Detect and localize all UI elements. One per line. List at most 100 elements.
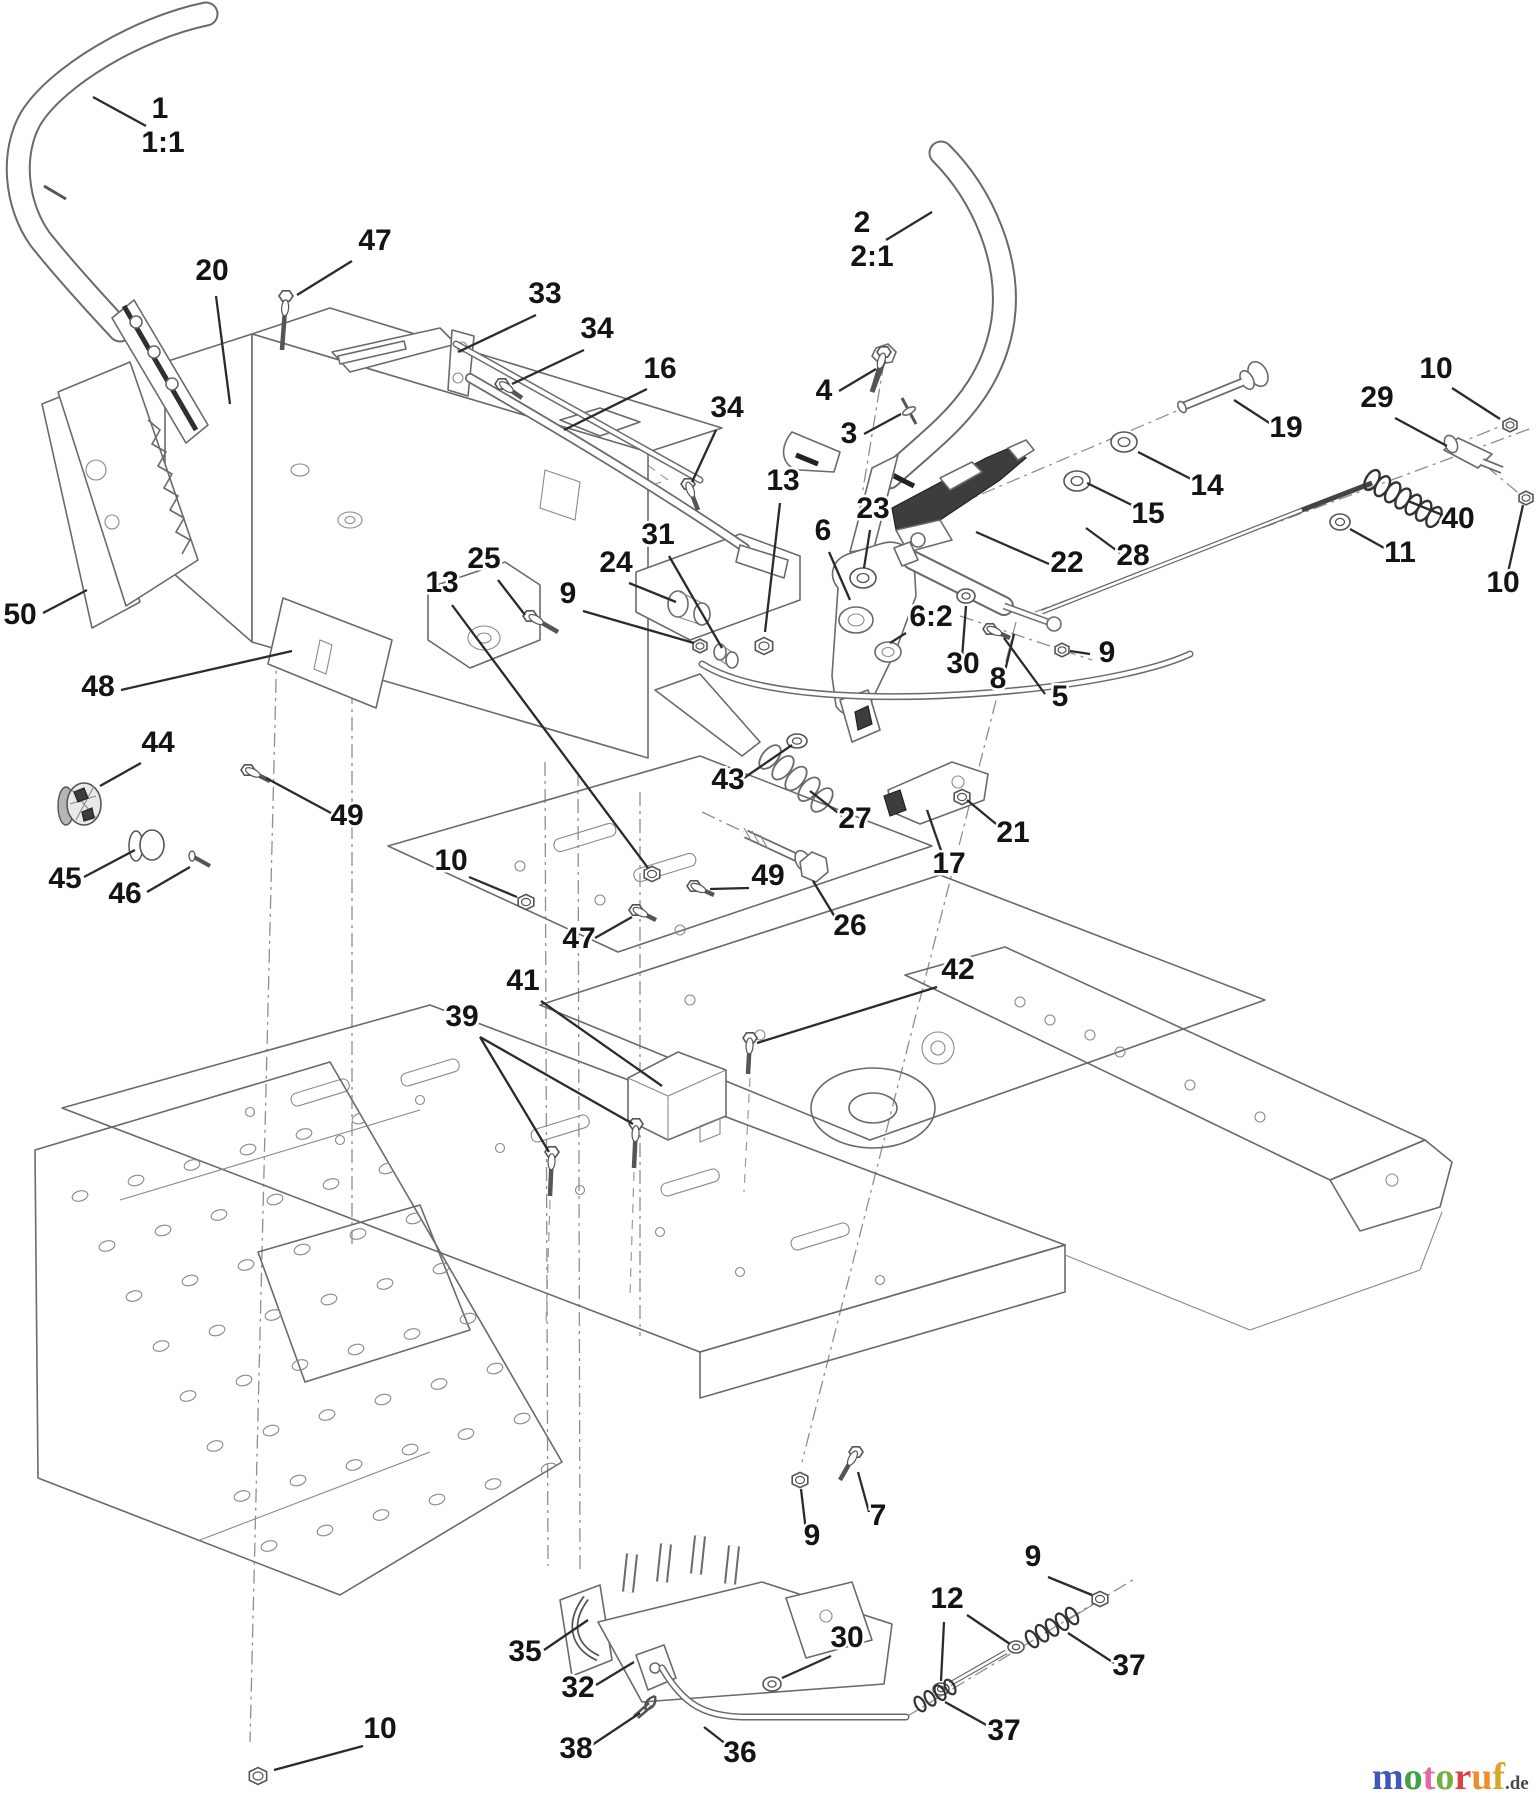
pan-hole — [434, 1147, 452, 1159]
washer-hole — [767, 1680, 777, 1688]
pan-hole — [345, 1459, 363, 1471]
callout-35: 35 — [506, 1619, 589, 1671]
leader-line — [1003, 637, 1046, 695]
pan-hole — [374, 1393, 392, 1406]
callout-42: 42 — [756, 951, 977, 1045]
bolt-flange — [986, 625, 1003, 637]
part-number-label: 2:1 — [850, 240, 893, 273]
spring-coil — [1425, 505, 1443, 529]
pan-hole — [428, 1493, 446, 1506]
pan-hole — [125, 1290, 143, 1302]
pan-hole — [403, 1328, 421, 1340]
part-number-label: 16 — [643, 352, 676, 385]
spring-coil — [1044, 1618, 1060, 1637]
deck-frame — [61, 755, 1453, 1399]
callout-19: 19 — [1233, 399, 1305, 447]
bolt-flange — [528, 613, 544, 626]
part-number-label: 47 — [562, 922, 595, 955]
pan-hole — [152, 1340, 170, 1352]
spring-coil — [943, 1678, 957, 1696]
pan-hole — [596, 1446, 614, 1460]
part-number-label: 17 — [932, 847, 965, 880]
part-number-label: 26 — [833, 909, 866, 942]
pan-hole — [295, 1128, 313, 1140]
spring-coil — [797, 776, 821, 803]
console-assembly — [41, 307, 801, 759]
part-number-label: 48 — [81, 670, 114, 703]
callout-12: 12 — [928, 1580, 1011, 1682]
leader-line — [628, 581, 677, 604]
leader-line — [838, 368, 877, 392]
leader-line — [273, 1744, 364, 1772]
pan-hole — [376, 1278, 394, 1290]
callout-9: 9 — [1069, 634, 1118, 672]
pan-hole — [237, 1259, 255, 1271]
leader-line — [563, 387, 648, 432]
bolt-flange — [876, 352, 887, 370]
part-number-label: 6 — [815, 514, 832, 547]
pan-hole — [179, 1390, 197, 1402]
part-number-label: 22 — [1050, 546, 1083, 579]
part-number-label: 29 — [1360, 381, 1393, 414]
spring-coil — [758, 744, 782, 770]
logo-letter: m — [1372, 1756, 1404, 1798]
nut — [1091, 1590, 1109, 1608]
washer-hole — [791, 737, 803, 745]
nut — [692, 638, 708, 654]
pan-hole — [349, 1228, 367, 1240]
part-number-label: 37 — [1112, 1649, 1145, 1682]
callout-10: 10 — [273, 1710, 399, 1772]
leader-line — [1505, 504, 1525, 578]
callout-43: 43 — [709, 744, 793, 799]
callout-20: 20 — [193, 252, 231, 405]
bolt-head — [628, 1118, 644, 1130]
pan-hole — [372, 1509, 390, 1521]
leader-line — [809, 790, 843, 817]
callout-32: 32 — [559, 1661, 635, 1707]
callout-7: 7 — [856, 1471, 889, 1535]
callout-9: 9 — [557, 575, 695, 645]
callout-47: 47 — [560, 915, 633, 958]
pan-hole — [318, 1409, 336, 1421]
callout-3: 3 — [838, 412, 902, 453]
pan-hole — [154, 1224, 172, 1237]
brake-rod-assembly — [1041, 360, 1504, 615]
leader-line — [1451, 387, 1501, 420]
leader-line — [479, 1036, 550, 1153]
leader-line — [1233, 399, 1272, 425]
pan-hole — [484, 1478, 502, 1490]
callout-9: 9 — [799, 1488, 823, 1555]
part-number-label: 34 — [580, 312, 614, 345]
callout-24: 24 — [597, 544, 677, 604]
pan-hole — [320, 1293, 338, 1306]
logo-suffix: .de — [1505, 1773, 1529, 1794]
leader-line — [468, 875, 518, 899]
nut-hole — [520, 897, 532, 907]
leader-line — [975, 530, 1050, 566]
leader-line — [668, 555, 723, 649]
leader-line — [594, 915, 633, 940]
leader-line — [743, 744, 793, 779]
nut — [1054, 642, 1070, 658]
callout-16: 16 — [563, 350, 679, 432]
leader-line — [511, 348, 585, 386]
pan-hole — [488, 1247, 506, 1259]
leader-line — [595, 1661, 635, 1686]
pan-hole — [430, 1378, 448, 1390]
pan-hole — [490, 1131, 508, 1144]
bolt-flange — [685, 481, 696, 498]
leader-line — [862, 529, 872, 569]
callout-13: 13 — [423, 564, 649, 869]
pan-hole — [517, 1181, 535, 1194]
leader-line — [1067, 1632, 1115, 1664]
nut-hole — [1521, 494, 1531, 502]
callout-27: 27 — [809, 790, 874, 838]
motoruf-logo[interactable]: motoruf.de — [1372, 1756, 1529, 1798]
hardware — [240, 290, 1534, 1786]
callout-44: 44 — [99, 724, 177, 788]
pan-hole — [459, 1312, 477, 1325]
pan-hole — [291, 1359, 309, 1371]
leader-line — [1047, 1575, 1093, 1597]
part-number-label: 42 — [941, 953, 974, 986]
callout-37: 37 — [1067, 1632, 1148, 1685]
